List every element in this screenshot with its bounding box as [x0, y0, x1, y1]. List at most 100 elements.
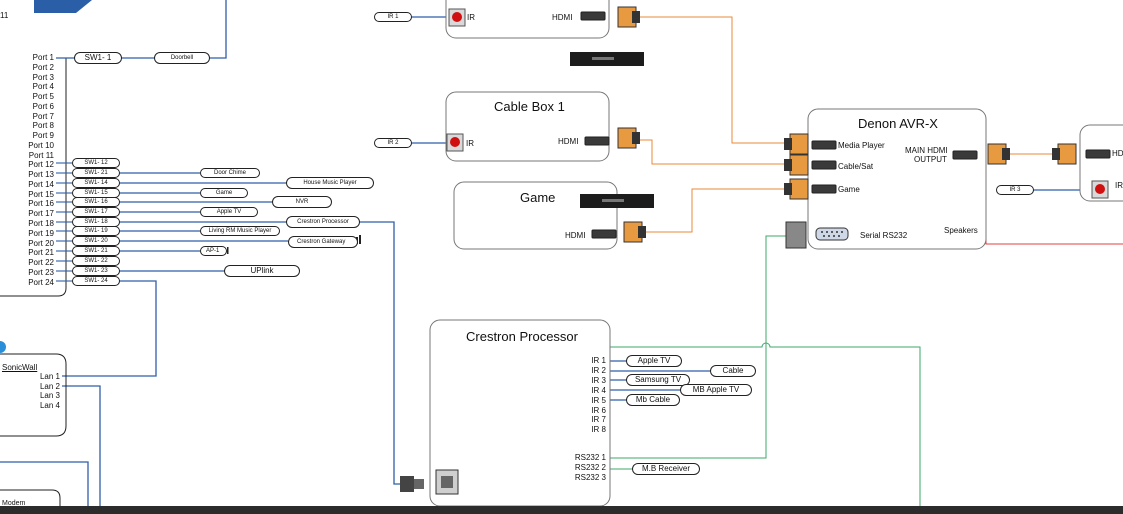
speaker-line: [982, 231, 1123, 245]
ir-target-pill[interactable]: Apple TV: [626, 355, 682, 367]
right-box-outline: [1079, 124, 1123, 202]
rs-port-label: RS232 1: [574, 453, 606, 462]
port-label: Port 1: [32, 53, 54, 62]
lan-label: Lan 2: [39, 381, 60, 391]
port-label: Port 12: [28, 160, 54, 170]
sw-port-pill[interactable]: SW1- 23: [72, 266, 120, 276]
crestron-rs-list: RS232 1 RS232 2 RS232 3: [566, 453, 606, 483]
sw-port-pill[interactable]: SW1- 16: [72, 197, 120, 207]
hdmi-lines: [640, 16, 1056, 233]
cable-box-outline: [445, 91, 610, 162]
nvr-pill[interactable]: NVR: [272, 196, 332, 208]
ap1-pill[interactable]: AP-1: [200, 246, 227, 256]
port-label: Port 17: [28, 209, 54, 219]
port-label: Port 15: [28, 189, 54, 199]
crestron-processor-pill[interactable]: Crestron Processor: [286, 216, 360, 228]
modem-outline: [0, 489, 61, 506]
port-label: Port 22: [28, 258, 54, 268]
ir-port-label: IR 8: [591, 425, 606, 435]
sw-port-pill[interactable]: SW1- 12: [72, 158, 120, 168]
ir-target-pill[interactable]: Samsung TV: [626, 374, 690, 386]
port-label: Port 23: [28, 267, 54, 277]
sw-port-pill[interactable]: SW1- 24: [72, 276, 120, 286]
sw-port-pill[interactable]: SW1- 1: [74, 52, 122, 64]
ir-label: IR: [1115, 181, 1123, 190]
denon-input-label: Media Player: [838, 141, 885, 150]
ir-target-pill[interactable]: Mb Cable: [626, 394, 680, 406]
sonicwall-outline: [0, 353, 67, 437]
denon-output-label-2: OUTPUT: [914, 155, 947, 164]
serial-lines: [608, 235, 921, 506]
port-label: Port 13: [28, 170, 54, 180]
denon-input-label: Cable/Sat: [838, 162, 874, 171]
rs-target-pill[interactable]: M.B Receiver: [632, 463, 700, 475]
port-label: Port 3: [32, 72, 54, 82]
ir-port-label: IR 4: [591, 385, 606, 395]
box-top-outline: [445, 0, 610, 39]
crestron-ir-list: IR 1 IR 2 IR 3 IR 4 IR 5 IR 6 IR 7 IR 8: [566, 356, 606, 435]
bottom-scrollbar[interactable]: [0, 506, 1123, 514]
doorbell-pill[interactable]: Doorbell: [154, 52, 210, 64]
rs-port-label: RS232 2: [574, 462, 606, 472]
switch-outline: [0, 58, 67, 297]
game-pill[interactable]: Game: [200, 188, 248, 198]
sw-port-pill[interactable]: SW1- 14: [72, 178, 120, 188]
living-rm-pill[interactable]: Living RM Music Player: [200, 226, 280, 236]
ir-label: IR: [467, 13, 475, 22]
port-label: Port 20: [28, 238, 54, 248]
port-label: Port 19: [28, 228, 54, 238]
lan-label: Lan 4: [39, 400, 60, 410]
ir-port-label: IR 5: [591, 395, 606, 405]
crestron-gateway-pill[interactable]: Crestron Gateway: [288, 236, 358, 248]
ir-port-label: IR 7: [591, 415, 606, 425]
ir-port-label: IR 1: [591, 356, 606, 365]
ir3-pill[interactable]: IR 3: [996, 185, 1034, 195]
sonicwall-title: SonicWall: [2, 363, 38, 372]
ir-label: IR: [466, 139, 474, 148]
sw-port-pill[interactable]: SW1- 17: [72, 207, 120, 217]
ir-port-label: IR 6: [591, 405, 606, 415]
lan-label: Lan 1: [39, 372, 60, 381]
port-label: Port 5: [32, 92, 54, 102]
ir2-pill[interactable]: IR 2: [374, 138, 412, 148]
crestron-title: Crestron Processor: [466, 329, 578, 344]
apple-tv-pill[interactable]: Apple TV: [200, 207, 258, 217]
network-lines: [0, 0, 404, 506]
ir-port-icon: [448, 8, 466, 27]
ir-port-label: IR 3: [591, 375, 606, 385]
router-block: [34, 0, 92, 13]
ir-target-pill[interactable]: Cable: [710, 365, 756, 377]
port-label: Port 9: [32, 131, 54, 141]
cable-box-device-icon: [570, 52, 644, 66]
sw-port-pill[interactable]: SW1- 20: [72, 236, 120, 246]
hdmi-label: HDI: [1112, 149, 1123, 158]
game-box-outline: [453, 181, 618, 250]
modem-label: Modem: [2, 500, 26, 507]
ir-port-icon: [446, 133, 464, 152]
sw-port-pill[interactable]: SW1- 21: [72, 246, 120, 256]
uplink-pill[interactable]: UPlink: [224, 265, 300, 277]
denon-input-label: Game: [838, 185, 860, 194]
ir1-pill[interactable]: IR 1: [374, 12, 412, 22]
switch-top-label: 11: [0, 11, 9, 20]
sw-port-pill[interactable]: SW1- 21: [72, 168, 120, 178]
hdmi-label: HDMI: [552, 13, 573, 22]
port-label: Port 8: [32, 121, 54, 131]
crestron-ir-lines: [608, 360, 710, 401]
serial-connector-icon: [785, 221, 849, 249]
port-label: Port 21: [28, 248, 54, 258]
port-label: Port 18: [28, 219, 54, 229]
port-label: Port 16: [28, 199, 54, 209]
port-label: Port 11: [28, 150, 54, 160]
door-chime-pill[interactable]: Door Chime: [200, 168, 260, 178]
lan-list: Lan 1 Lan 2 Lan 3 Lan 4: [20, 372, 60, 410]
ethernet-port-icon: [400, 469, 459, 495]
switch-port-list: Port 1 Port 2 Port 3 Port 4 Port 5 Port …: [22, 53, 54, 287]
ir-port-icon: [1091, 180, 1109, 199]
sw-port-pill[interactable]: SW1- 22: [72, 256, 120, 266]
ir-port-label: IR 2: [591, 365, 606, 375]
port-label: Port 10: [28, 140, 54, 150]
house-music-pill[interactable]: House Music Player: [286, 177, 374, 189]
ir-target-pill[interactable]: MB Apple TV: [680, 384, 752, 396]
sw-port-pill[interactable]: SW1- 19: [72, 226, 120, 236]
